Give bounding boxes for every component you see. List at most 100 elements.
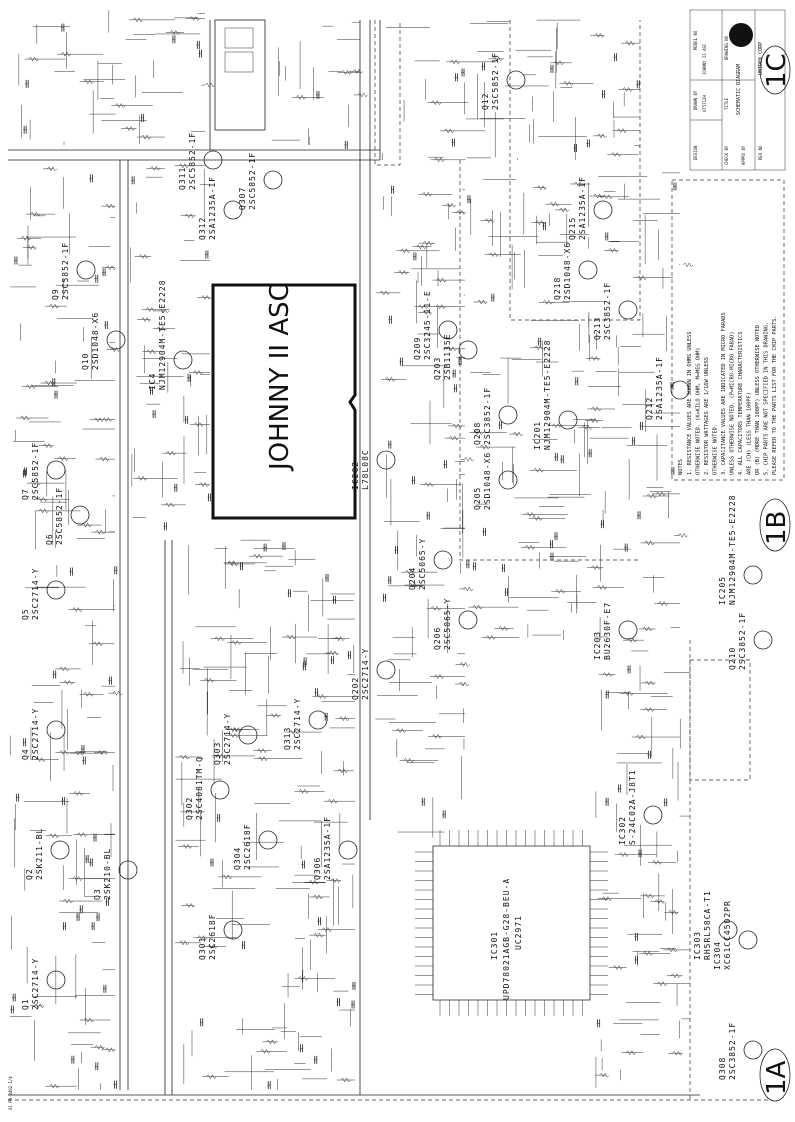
resistor-symbol (602, 672, 613, 678)
resistor-symbol (124, 126, 136, 132)
transistor-symbol (70, 505, 90, 525)
resistor-symbol (608, 247, 619, 253)
check-label: CHECK BY (724, 145, 729, 165)
resistor-symbol (165, 450, 177, 456)
component-ref: Q3 (93, 888, 102, 900)
resistor-symbol (105, 265, 117, 271)
model-no: JOHNNY II ASC (702, 43, 707, 75)
resistor-symbol (542, 299, 553, 305)
resistor-symbol (445, 202, 457, 208)
resistor-symbol (448, 435, 459, 441)
resistor-symbol (340, 1077, 351, 1083)
resistor-symbol (316, 693, 327, 699)
transistor-symbol (223, 200, 243, 220)
transistor-symbol (46, 970, 66, 990)
resistor-symbol (156, 326, 167, 332)
resistor-symbol (207, 943, 218, 949)
resistor-symbol (204, 677, 215, 683)
ic301-block: IC301 UPD78021AGB-G28-BEU-A UC2971 (432, 845, 591, 1001)
resistor-symbol (449, 59, 461, 65)
resistor-symbol (525, 511, 537, 517)
resistor-symbol (150, 165, 161, 171)
resistor-symbol (670, 973, 681, 979)
resistor-symbol (644, 540, 655, 546)
transistor-symbol (46, 720, 66, 740)
component-ref: Q1 (21, 998, 30, 1010)
component-ref: Q7 (21, 488, 30, 500)
resistor-symbol (484, 218, 495, 224)
resistor-symbol (341, 69, 352, 75)
component-ref: IC4 (148, 373, 157, 390)
resistor-symbol (594, 32, 605, 38)
resistor-symbol (73, 790, 84, 796)
note-line: 5. CHIP PARTS ARE NOT SPECIFIED IN THIS … (764, 322, 770, 475)
component-ref: Q9 (51, 288, 60, 300)
component-ref: Q12 (481, 93, 490, 110)
resistor-symbol (602, 194, 613, 200)
resistor-symbol (573, 181, 585, 187)
component-part: 2SC3852-1F (603, 282, 612, 340)
lcd-display (214, 19, 266, 131)
transistor-symbol (50, 840, 70, 860)
resistor-symbol (646, 493, 657, 499)
resistor-symbol (74, 750, 85, 756)
resistor-symbol (214, 636, 225, 642)
resistor-symbol (59, 749, 70, 756)
ic301-part: UPD78021AGB-G28-BEU-A (502, 878, 511, 1000)
resistor-symbol (559, 207, 570, 213)
resistor-symbol (403, 757, 414, 763)
resistor-symbol (193, 421, 205, 428)
resistor-symbol (418, 304, 429, 310)
component-ref: Q204 (408, 567, 417, 590)
resistor-symbol (58, 456, 69, 462)
resistor-symbol (435, 304, 446, 310)
component-part: 2SC3852-1F (483, 387, 492, 445)
resistor-symbol (178, 940, 190, 946)
component-ref: Q304 (233, 847, 242, 870)
component-part: 2SC3852-1F (728, 1022, 737, 1080)
resistor-symbol (192, 370, 204, 376)
footer-ref: 01 PA-0492 1/4 (8, 1076, 13, 1110)
component-ref: Q213 (593, 317, 602, 340)
resistor-symbol (72, 607, 83, 613)
resistor-symbol (430, 605, 442, 611)
component-ref: IC202 (351, 461, 360, 490)
resistor-symbol (668, 909, 679, 915)
resistor-symbol (44, 380, 55, 386)
transistor-symbol (618, 620, 638, 640)
transistor-symbol (753, 630, 773, 650)
resistor-symbol (20, 235, 32, 241)
drawing-no-label: DRAWING NO (724, 35, 729, 60)
resistor-symbol (285, 634, 297, 640)
sheet-1a: 1A (762, 1060, 792, 1095)
component-part: 2SA1235A-1F (323, 816, 332, 880)
resistor-symbol (327, 798, 338, 804)
resistor-symbol (337, 768, 348, 774)
resistor-symbol (25, 384, 36, 390)
component-part: 2SC4081TM-Q (195, 756, 204, 820)
resistor-symbol (164, 502, 176, 508)
component-ref: IC205 (718, 576, 727, 605)
resistor-symbol (321, 927, 333, 933)
transistor-symbol (433, 550, 453, 570)
ic301-ref: IC301 (490, 931, 499, 960)
resistor-symbol (479, 444, 491, 450)
resistor-symbol (206, 1074, 217, 1080)
note-line: ARE (CH) (LESS THAN 100PF) (747, 392, 753, 475)
component-ref: Q312 (198, 217, 207, 240)
resistor-symbol (667, 947, 678, 953)
component-ref: Q215 (568, 217, 577, 240)
component-part: 2SC2714-Y (31, 708, 40, 760)
